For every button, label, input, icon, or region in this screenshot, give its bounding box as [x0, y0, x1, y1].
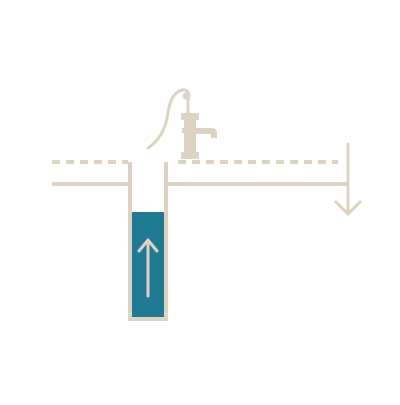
arrow-down-icon	[334, 142, 362, 216]
arrow-up-icon	[137, 238, 159, 298]
well-shaft	[128, 162, 168, 321]
hand-pump-icon	[146, 88, 217, 159]
